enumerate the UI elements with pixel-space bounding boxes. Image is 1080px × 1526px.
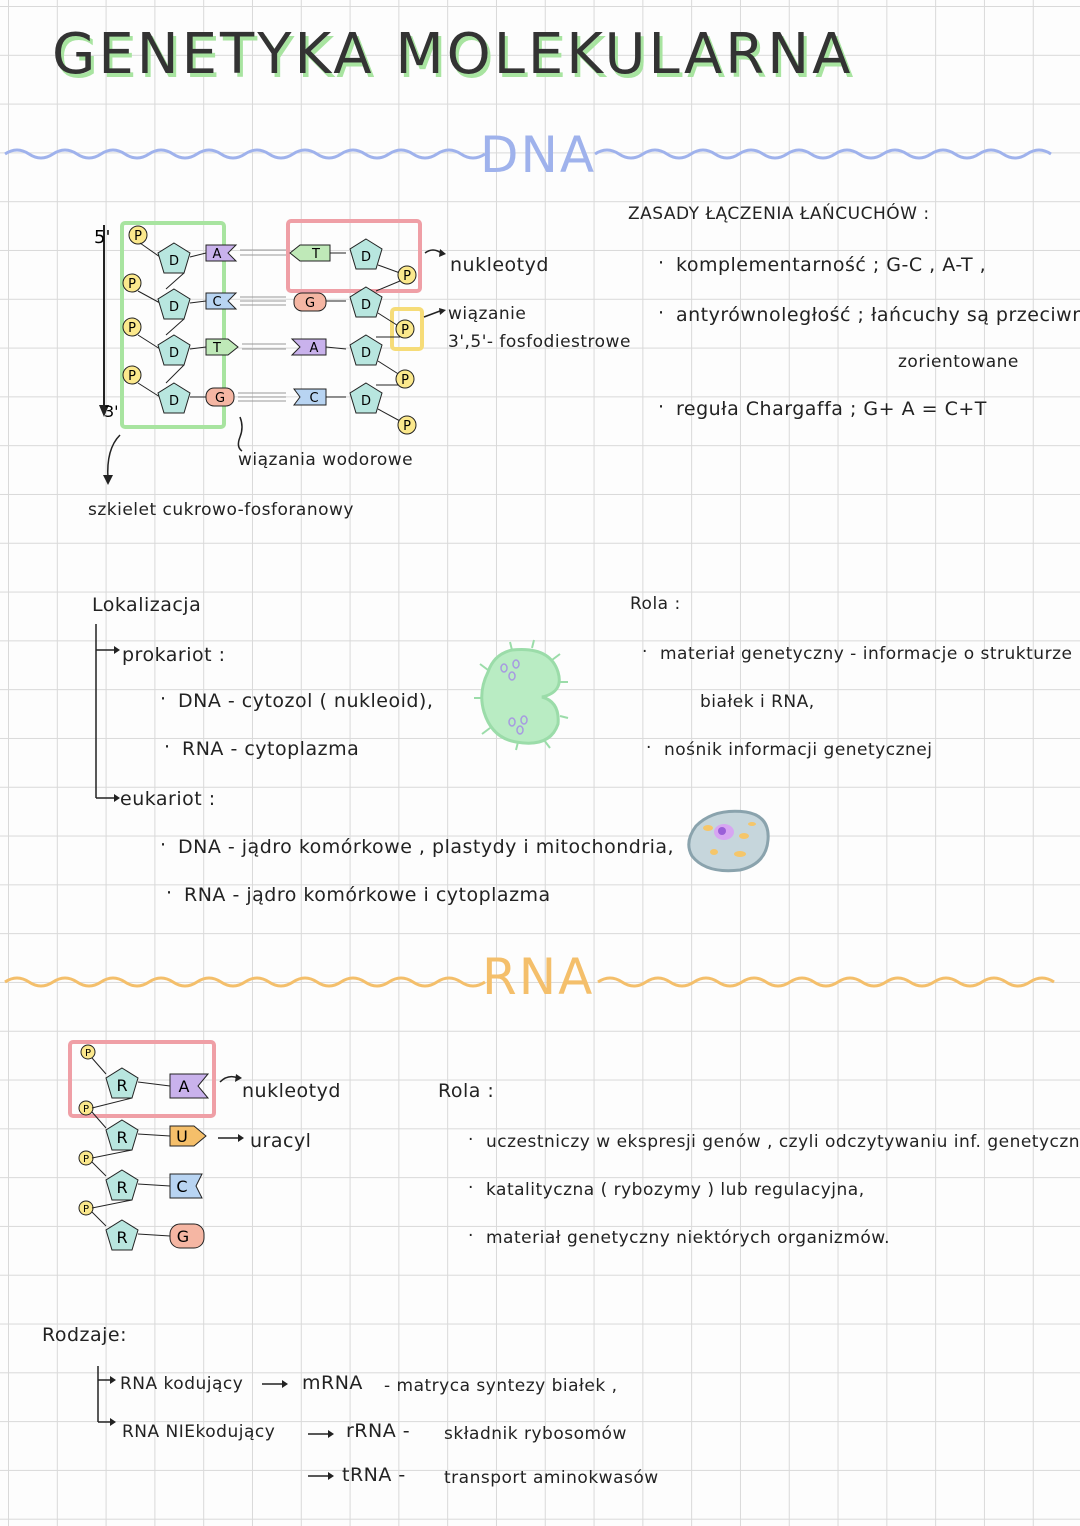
eukaryote-dna: DNA - jądro komórkowe , plastydy i mitoc… <box>160 834 674 858</box>
right-base-1: T <box>311 247 320 262</box>
backbone-label: szkielet cukrowo-fosforanowy <box>88 500 354 520</box>
svg-text:P: P <box>83 1154 89 1165</box>
rna-uracil-label: uracyl <box>250 1130 312 1152</box>
five-prime-label: 5' <box>94 227 110 248</box>
right-base-3: A <box>310 341 319 356</box>
right-base-2: G <box>305 296 315 311</box>
svg-text:P: P <box>128 277 136 292</box>
svg-text:D: D <box>361 250 371 265</box>
rna-nucleotide-label: nukleotyd <box>242 1080 341 1102</box>
prokaryote-dna: DNA - cytozol ( nukleoid), <box>160 688 433 712</box>
svg-text:R: R <box>116 1128 127 1147</box>
svg-text:P: P <box>401 323 409 338</box>
three-prime-label: 3' <box>104 402 119 421</box>
svg-text:P: P <box>85 1048 91 1059</box>
rna-base-3: C <box>176 1177 187 1196</box>
rna-role-item-3: materiał genetyczny niektórych organizmó… <box>468 1226 890 1248</box>
rna-types-tree-lines <box>97 1366 288 1426</box>
mrna-description: - matryca syntezy białek , <box>384 1376 618 1396</box>
location-heading: Lokalizacja <box>92 594 202 616</box>
rna-base-4: G <box>177 1227 189 1246</box>
rna-role-heading: Rola : <box>438 1080 495 1102</box>
rules-heading: ZASADY ŁĄCZENIA ŁAŃCUCHÓW : <box>628 204 930 224</box>
dna-role-heading: Rola : <box>630 594 681 614</box>
right-base-4: C <box>309 391 318 406</box>
rna-noncoding-label: RNA NIEkodujący <box>122 1422 276 1442</box>
trna-label: tRNA - <box>342 1464 406 1486</box>
svg-text:D: D <box>361 298 371 313</box>
svg-text:P: P <box>83 1104 89 1115</box>
rna-role-item-2: katalityczna ( rybozymy ) lub regulacyjn… <box>468 1178 865 1200</box>
rna-role-item-1: uczestniczy w ekspresji genów , czyli od… <box>468 1130 1080 1152</box>
rule-complementarity: komplementarność ; G-C , A-T , <box>658 252 986 276</box>
svg-text:P: P <box>403 269 411 284</box>
location-tree-lines <box>95 624 120 802</box>
svg-text:P: P <box>128 321 136 336</box>
rna-structure-diagram: P P P P R R R R A U C G <box>68 1040 244 1251</box>
rule-chargaff: reguła Chargaffa ; G+ A = C+T <box>658 396 987 420</box>
rule-antiparallel-cont: zorientowane <box>898 352 1019 372</box>
rule-antiparallel: antyrównoległość ; łańcuchy są przeciwni… <box>658 302 1080 326</box>
bond-label-line2: 3',5'- fosfodiestrowe <box>448 332 631 352</box>
noncoding-arrows <box>308 1430 334 1480</box>
hydrogen-bonds-label: wiązania wodorowe <box>238 450 414 470</box>
rrna-label: rRNA - <box>346 1420 411 1442</box>
eukaryote-rna: RNA - jądro komórkowe i cytoplazma <box>166 882 551 906</box>
left-base-2: C <box>212 295 221 310</box>
phosphate-label: P <box>134 229 142 244</box>
svg-text:D: D <box>169 346 179 361</box>
svg-text:D: D <box>169 394 179 409</box>
dna-role-item-2: nośnik informacji genetycznej <box>646 738 932 760</box>
left-base-4: G <box>215 391 225 406</box>
dna-role-item-1: materiał genetyczny - informacje o struk… <box>642 642 1072 664</box>
left-base-1: A <box>213 247 222 262</box>
svg-text:D: D <box>361 394 371 409</box>
eukaryotic-cell-icon <box>687 809 770 873</box>
dna-wavy-divider <box>4 148 1052 160</box>
trna-description: transport aminokwasów <box>444 1468 659 1488</box>
left-base-3: T <box>212 341 221 356</box>
eukaryote-label: eukariot : <box>120 788 216 810</box>
svg-text:P: P <box>403 419 411 434</box>
rna-types-heading: Rodzaje: <box>42 1324 128 1346</box>
svg-text:D: D <box>169 254 179 269</box>
dna-heading: DNA <box>480 126 597 184</box>
mrna-label: mRNA <box>302 1372 363 1394</box>
rna-base-1: A <box>179 1077 190 1096</box>
bacterium-icon <box>474 639 569 751</box>
svg-text:D: D <box>361 346 371 361</box>
prokaryote-label: prokariot : <box>122 644 226 666</box>
svg-text:P: P <box>83 1204 89 1215</box>
rrna-description: składnik rybosomów <box>444 1424 627 1444</box>
bond-label-line1: wiązanie <box>448 304 527 324</box>
page-title: GENETYKA MOLEKULARNA <box>52 22 854 87</box>
dna-role-item-1-cont: białek i RNA, <box>700 692 815 712</box>
prokaryote-rna: RNA - cytoplazma <box>164 736 359 760</box>
rna-base-2: U <box>176 1127 188 1146</box>
svg-text:D: D <box>169 300 179 315</box>
svg-text:R: R <box>116 1178 127 1197</box>
rna-wavy-divider <box>4 976 1055 988</box>
svg-text:P: P <box>128 369 136 384</box>
rna-heading: RNA <box>482 948 595 1006</box>
svg-text:R: R <box>116 1228 127 1247</box>
rna-coding-label: RNA kodujący <box>120 1374 244 1394</box>
dna-structure-diagram: 5' 3' P P P P D D D D A C T G <box>94 219 446 485</box>
svg-text:P: P <box>401 373 409 388</box>
nucleotide-label: nukleotyd <box>450 254 549 276</box>
rna-sugar-label: R <box>116 1076 127 1095</box>
